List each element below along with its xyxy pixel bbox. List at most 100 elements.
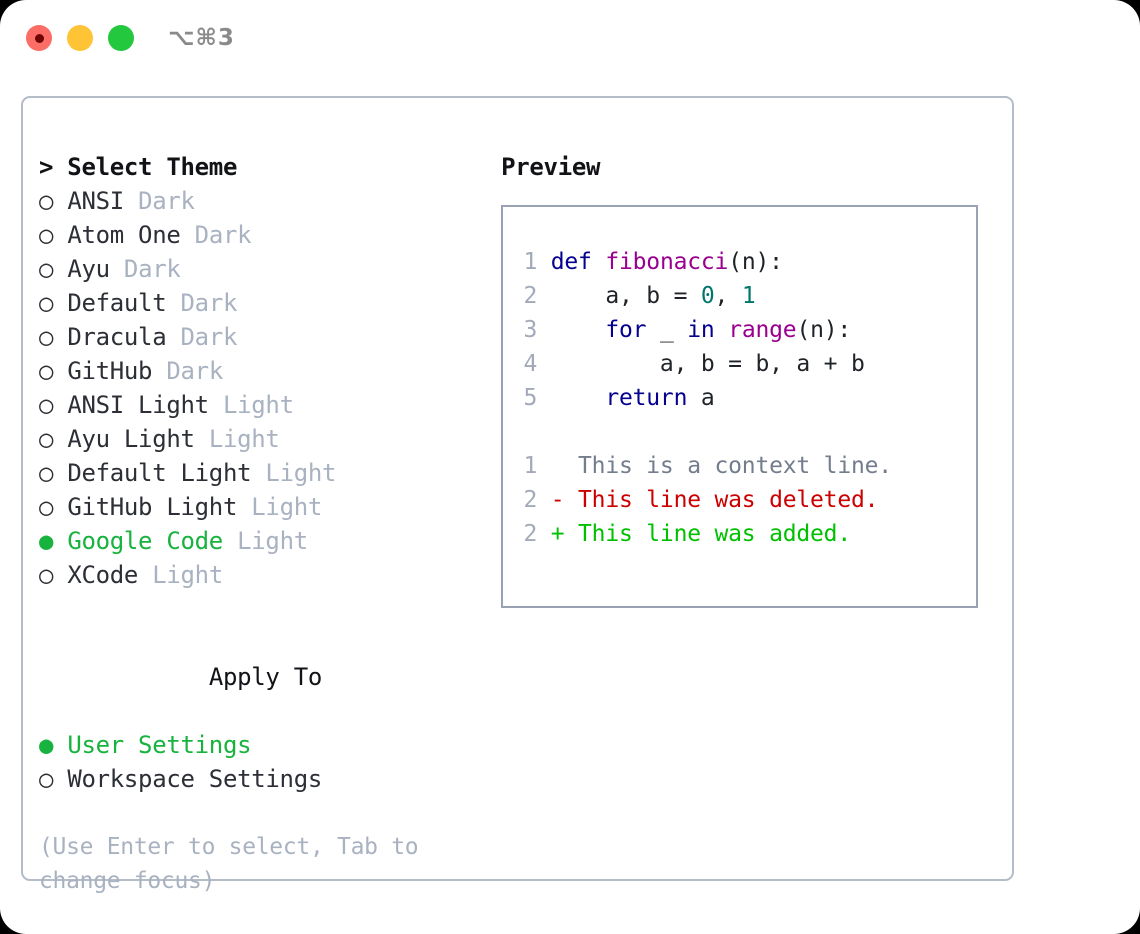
preview-pane: Preview 1 def fibonacci(n):2 a, b = 0, 1…	[501, 98, 1012, 879]
theme-option-label: Ayu	[67, 255, 110, 283]
apply-to-option-label: Workspace Settings	[67, 765, 322, 793]
theme-option-ansi-light[interactable]: ○ ANSI Light Light	[39, 388, 501, 422]
code-token	[537, 317, 605, 343]
radio-unselected-icon: ○	[39, 221, 54, 249]
theme-option-variant-badge: Light	[265, 459, 337, 487]
code-token	[537, 249, 551, 275]
radio-selected-icon: ●	[39, 527, 54, 555]
code-token: + This line was added.	[537, 521, 851, 547]
theme-option-variant-badge: Light	[208, 425, 280, 453]
code-token: a, b = b, a + b	[537, 351, 865, 377]
code-token	[715, 317, 729, 343]
theme-option-variant-badge: Dark	[180, 289, 238, 317]
theme-option-label: GitHub Light	[67, 493, 238, 521]
close-window-button[interactable]	[26, 25, 52, 51]
code-line: 2 a, b = 0, 1	[503, 279, 976, 313]
theme-option-label: Ayu Light	[67, 425, 195, 453]
line-number: 2	[523, 521, 538, 547]
code-token: This is a context line.	[537, 453, 892, 479]
section-spacer	[39, 592, 501, 626]
code-token: a	[687, 385, 715, 411]
code-token	[537, 385, 605, 411]
theme-option-variant-badge: Light	[251, 493, 323, 521]
theme-option-label: Atom One	[67, 221, 181, 249]
radio-unselected-icon: ○	[39, 255, 54, 283]
line-number: 2	[523, 487, 538, 513]
diff-line: 2 + This line was added.	[503, 517, 976, 551]
keyboard-hint: (Use Enter to select, Tab to change focu…	[39, 834, 419, 894]
theme-option-ayu-light[interactable]: ○ Ayu Light Light	[39, 422, 501, 456]
code-token: (n):	[728, 249, 783, 275]
theme-option-xcode[interactable]: ○ XCode Light	[39, 558, 501, 592]
theme-list-header: > Select Theme	[39, 153, 238, 181]
zoom-window-button[interactable]	[108, 25, 134, 51]
theme-option-dracula[interactable]: ○ Dracula Dark	[39, 320, 501, 354]
line-number: 1	[523, 249, 538, 275]
code-token: fibonacci	[605, 249, 729, 275]
apply-to-option-user-settings[interactable]: ● User Settings	[39, 728, 501, 762]
radio-unselected-icon: ○	[39, 425, 54, 453]
theme-option-variant-badge: Light	[237, 527, 308, 555]
theme-option-google-code[interactable]: ● Google Code Light	[39, 524, 501, 558]
traffic-lights	[26, 25, 134, 51]
theme-option-default[interactable]: ○ Default Dark	[39, 286, 501, 320]
theme-option-variant-badge: Dark	[194, 221, 252, 249]
theme-option-label: Default Light	[67, 459, 252, 487]
theme-option-github-light[interactable]: ○ GitHub Light Light	[39, 490, 501, 524]
code-token: _	[646, 317, 688, 343]
theme-option-variant-badge: Dark	[123, 255, 181, 283]
theme-option-ansi[interactable]: ○ ANSI Dark	[39, 184, 501, 218]
code-token: in	[687, 317, 715, 343]
apply-to-option-workspace-settings[interactable]: ○ Workspace Settings	[39, 762, 501, 796]
radio-unselected-icon: ○	[39, 323, 54, 351]
code-token: 0	[700, 283, 715, 309]
theme-option-variant-badge: Light	[152, 561, 223, 589]
window-titlebar: ⌥⌘3	[0, 0, 1140, 78]
code-line: 4 a, b = b, a + b	[503, 347, 976, 381]
diff-line: 2 - This line was deleted.	[503, 483, 976, 517]
line-number: 3	[523, 317, 538, 343]
code-line: 3 for _ in range(n):	[503, 313, 976, 347]
code-diff-spacer	[503, 415, 976, 449]
code-line: 1 def fibonacci(n):	[503, 245, 976, 279]
line-number: 2	[523, 283, 538, 309]
code-line: 5 return a	[503, 381, 976, 415]
theme-option-label: ANSI Light	[67, 391, 209, 419]
diff-sample: 1 This is a context line.2 - This line w…	[503, 449, 976, 551]
theme-option-variant-badge: Dark	[166, 357, 223, 385]
code-token	[592, 249, 606, 275]
theme-option-atom-one[interactable]: ○ Atom One Dark	[39, 218, 501, 252]
code-token: 1	[741, 283, 756, 309]
radio-unselected-icon: ○	[39, 357, 54, 385]
theme-option-default-light[interactable]: ○ Default Light Light	[39, 456, 501, 490]
code-token: a, b =	[537, 283, 701, 309]
theme-option-label: Default	[67, 289, 167, 317]
radio-unselected-icon: ○	[39, 765, 54, 793]
theme-option-ayu[interactable]: ○ Ayu Dark	[39, 252, 501, 286]
code-token: return	[605, 385, 688, 411]
apply-to-options-list: ● User Settings○ Workspace Settings	[39, 728, 501, 796]
line-number: 4	[523, 351, 538, 377]
radio-unselected-icon: ○	[39, 561, 54, 589]
radio-unselected-icon: ○	[39, 187, 54, 215]
theme-picker-card: > Select Theme ○ ANSI Dark○ Atom One Dar…	[21, 96, 1014, 894]
diff-line: 1 This is a context line.	[503, 449, 976, 483]
code-token: for	[605, 317, 647, 343]
minimize-window-button[interactable]	[67, 25, 93, 51]
theme-option-variant-badge: Light	[222, 391, 294, 419]
apply-to-header-label: Apply To	[208, 663, 323, 691]
radio-unselected-icon: ○	[39, 289, 54, 317]
theme-options-list: ○ ANSI Dark○ Atom One Dark○ Ayu Dark○ De…	[39, 184, 501, 592]
code-token: range	[728, 317, 797, 343]
radio-unselected-icon: ○	[39, 493, 54, 521]
code-token: (n):	[796, 317, 852, 343]
line-number: 1	[523, 453, 538, 479]
theme-option-variant-badge: Dark	[138, 187, 195, 215]
theme-option-label: XCode	[67, 561, 139, 589]
theme-option-github[interactable]: ○ GitHub Dark	[39, 354, 501, 388]
code-token: def	[550, 249, 592, 275]
theme-list-pane: > Select Theme ○ ANSI Dark○ Atom One Dar…	[23, 98, 501, 894]
